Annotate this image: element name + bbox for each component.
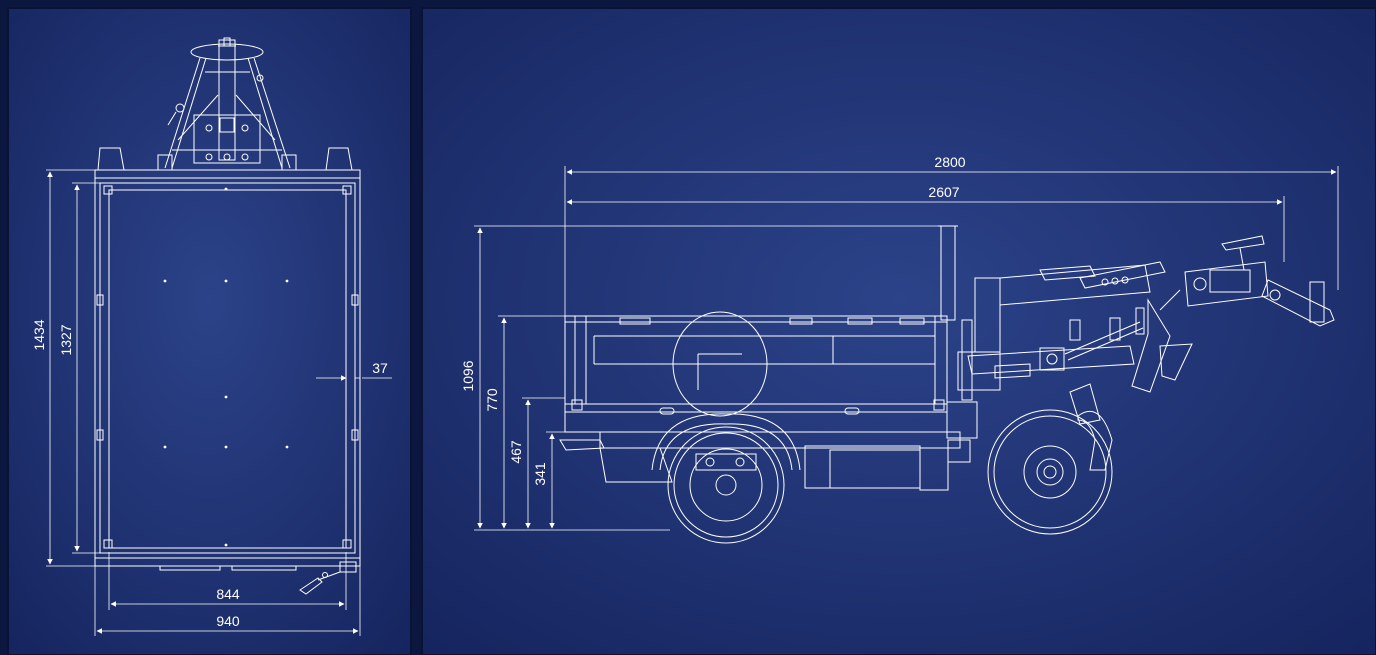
dim-side-body-length: 2607 xyxy=(928,184,959,200)
side-view-hitch xyxy=(1131,235,1335,393)
side-view xyxy=(559,225,1335,544)
right-panel xyxy=(421,7,1376,655)
dim-top-wall-thickness: 37 xyxy=(372,360,388,376)
dim-side-total-length: 2800 xyxy=(934,154,965,170)
dim-side-floor-height: 341 xyxy=(532,462,548,486)
side-view-dimension-lines xyxy=(474,166,1339,531)
dim-top-bed-width: 844 xyxy=(216,586,240,602)
side-view-front-wheel xyxy=(987,383,1113,535)
dim-side-side-height: 770 xyxy=(484,388,500,412)
dim-side-total-height: 1096 xyxy=(460,360,476,391)
side-view-rear-wheel xyxy=(651,413,801,544)
top-view-bed-floor xyxy=(108,189,347,549)
top-view xyxy=(94,37,361,595)
top-view-dimension-lines xyxy=(46,169,392,636)
dim-side-bed-height: 467 xyxy=(508,440,524,464)
top-view-hitch xyxy=(164,37,291,169)
dim-top-total-length: 1434 xyxy=(31,319,47,350)
dim-top-bed-length: 1327 xyxy=(58,324,74,355)
dim-top-total-width: 940 xyxy=(216,613,240,629)
